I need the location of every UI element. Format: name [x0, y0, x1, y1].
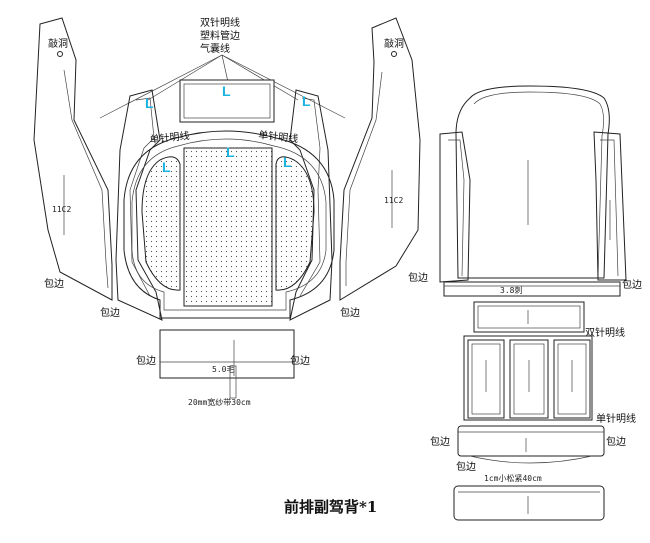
single-stitch-label-right: 单针明线 [258, 128, 299, 145]
center-main-panel [123, 130, 335, 319]
code-label-right: 11C2 [384, 196, 403, 205]
seat-back-right-wing [593, 131, 627, 281]
seat-back-left-wing [439, 131, 471, 283]
three-pocket-panels [463, 335, 593, 421]
stab-38-label: 3.8刺 [500, 286, 522, 295]
double-stitch-label: 双针明线 [585, 326, 625, 339]
dotted-inserts [141, 147, 315, 307]
bottom-strip-panel [159, 329, 295, 399]
leader-lines [99, 54, 346, 119]
hole-label-left: 敲洞 [48, 37, 68, 50]
left-bolster-strip [115, 89, 163, 321]
note-double-stitch: 双针明线 [200, 16, 240, 29]
top-center-strip [179, 79, 275, 123]
strip-5-label: 5.0毛 [212, 364, 234, 374]
binding-label-strip-left: 包边 [136, 354, 156, 367]
seat-back-outline [455, 85, 610, 279]
hole-label-right: 敲洞 [384, 37, 404, 50]
single-stitch-label-bottom: 单针明线 [596, 412, 636, 425]
diagram-title: 前排副驾背*1 [284, 498, 377, 516]
mark-L-right-insert: L [283, 154, 292, 170]
binding-label-strip-right: 包边 [290, 354, 310, 367]
right-side-panel [339, 17, 421, 301]
binding-label-left-side: 包边 [44, 277, 64, 290]
single-stitch-label-left: 单针明线 [149, 129, 190, 146]
seat-back-bottom-band [443, 281, 621, 297]
mark-L-center-insert: L [226, 144, 235, 160]
note-airbag-line: 气囊线 [200, 42, 230, 55]
binding-label-band-right: 包边 [606, 435, 626, 448]
binding-label-left-strip: 包边 [100, 306, 120, 319]
binding-label-back-left: 包边 [408, 271, 428, 284]
mark-L-right-strip: L [302, 93, 311, 109]
mark-L-left-insert: L [162, 159, 171, 175]
bottom-strip-right [453, 485, 605, 521]
rail-piece [473, 301, 585, 333]
left-side-panel [33, 17, 113, 301]
mark-L-top-strip: L [222, 83, 231, 99]
note-plastic-piping: 塑料管边 [200, 29, 240, 42]
right-bolster-strip [289, 89, 333, 321]
elastic-label: 1cm小松紧40cm [484, 473, 542, 483]
band-20mm-label: 20mm宽纱带30cm [188, 397, 251, 407]
lower-band [457, 425, 605, 464]
binding-label-band-left: 包边 [430, 435, 450, 448]
binding-label-right-strip: 包边 [340, 306, 360, 319]
mark-L-left-strip: L [145, 95, 154, 111]
binding-label-back-right: 包边 [622, 278, 642, 291]
code-label-left: 11C2 [52, 205, 71, 214]
binding-label-band-bottom: 包边 [456, 460, 476, 473]
